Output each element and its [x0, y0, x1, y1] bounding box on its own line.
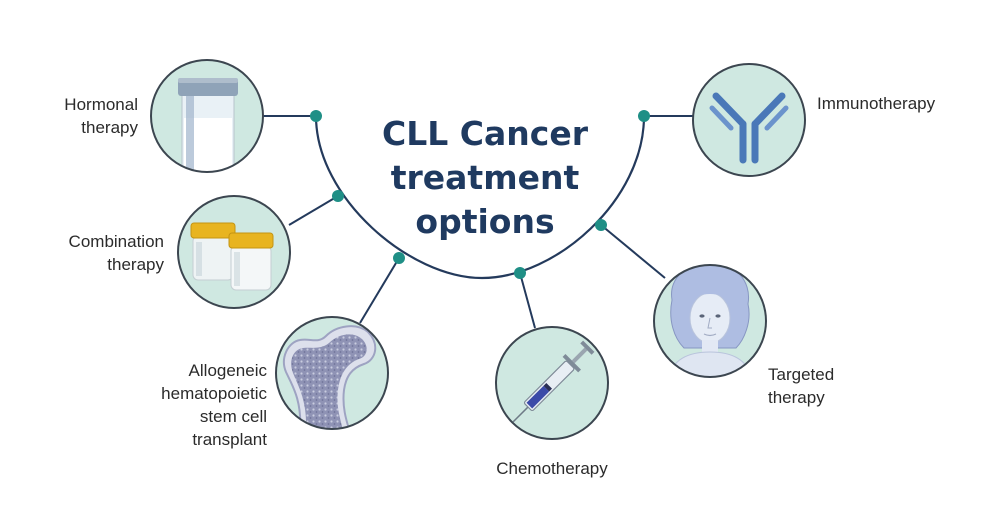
label-line: Chemotherapy	[496, 459, 608, 478]
node-dot	[332, 190, 344, 202]
pill-bottles-icon	[190, 222, 274, 291]
node-dot	[514, 267, 526, 279]
label-line: therapy	[768, 388, 825, 407]
immunotherapy-circle	[692, 63, 806, 177]
label-line: stem cell	[199, 407, 267, 426]
title-line: CLL Cancer	[382, 114, 588, 153]
label-line: Targeted	[768, 365, 835, 384]
label-line: Combination	[68, 232, 164, 251]
label-line: Hormonal	[64, 95, 138, 114]
chemotherapy-label: Chemotherapy	[470, 457, 634, 480]
combination-therapy-circle	[177, 195, 291, 309]
transplant-circle	[275, 316, 389, 430]
femur-bone-icon	[282, 325, 377, 429]
label-line: Allogeneic	[188, 361, 267, 380]
syringe-icon	[512, 340, 595, 423]
transplant-label: Allogeneic hematopoietic stem cell trans…	[161, 359, 267, 451]
hormonal-therapy-label: Hormonal therapy	[64, 93, 138, 139]
title-line: options	[415, 202, 555, 241]
targeted-therapy-circle	[653, 264, 767, 378]
connector-nodes	[310, 110, 650, 279]
antibody-icon	[709, 92, 789, 164]
chemotherapy-circle	[495, 326, 609, 440]
combination-therapy-label: Combination therapy	[69, 230, 164, 276]
label-line: therapy	[81, 118, 138, 137]
label-line: therapy	[107, 255, 164, 274]
node-dot	[393, 252, 405, 264]
diagram-title: CLL Cancer treatment options	[350, 112, 620, 244]
immunotherapy-label: Immunotherapy	[817, 92, 935, 115]
label-line: Immunotherapy	[817, 94, 936, 113]
connector-spokes	[263, 115, 693, 329]
connector-arc	[314, 115, 646, 280]
title-line: treatment	[390, 158, 580, 197]
node-dot	[310, 110, 322, 122]
label-line: hematopoietic	[161, 384, 267, 403]
hormonal-therapy-circle	[150, 59, 264, 173]
specimen-jar-icon	[178, 78, 238, 172]
targeted-therapy-label: Targeted therapy	[768, 363, 834, 409]
node-dot	[595, 219, 607, 231]
node-dot	[638, 110, 650, 122]
patient-portrait-icon	[667, 265, 753, 377]
label-line: transplant	[192, 430, 267, 449]
